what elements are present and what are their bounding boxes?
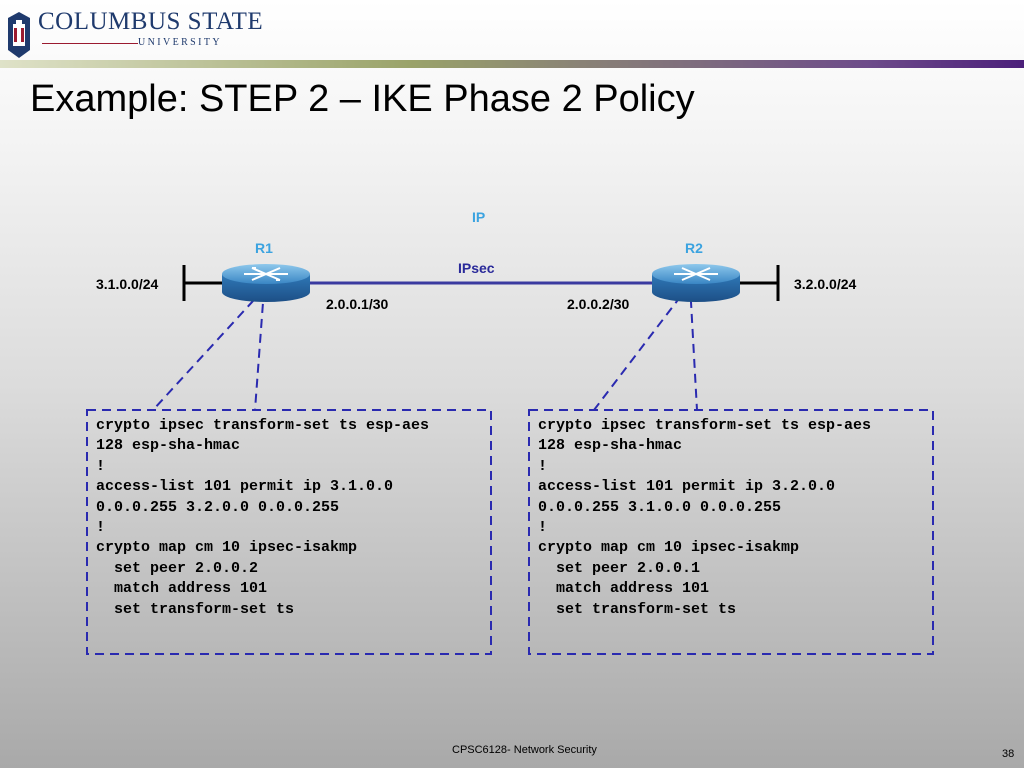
logo-wordmark: COLUMBUS STATE [38,8,264,35]
slide-title: Example: STEP 2 – IKE Phase 2 Policy [30,78,695,120]
r1-config-box [86,409,492,655]
config-line: match address 101 [538,580,710,598]
config-line: set transform-set ts [538,600,737,618]
r2-lan-label: 3.2.0.0/24 [794,276,857,292]
config-line: crypto ipsec transform-set ts esp-aes [96,417,430,434]
shield-logo-icon [8,12,30,58]
config-line: 128 esp-sha-hmac [96,437,241,455]
logo-divider [42,43,138,44]
config-line: set transform-set ts [96,600,295,618]
config-line: 128 esp-sha-hmac [538,437,683,455]
config-line: ! [538,457,548,475]
router-r1-icon [222,264,310,302]
config-line: ! [96,457,106,475]
r2-config-box [528,409,934,655]
config-line: crypto map cm 10 ipsec-isakmp [96,539,358,557]
university-logo [4,8,228,60]
config-line: crypto ipsec transform-set ts esp-aes [538,417,872,434]
r1-lan-label: 3.1.0.0/24 [96,276,159,292]
config-line: set peer 2.0.0.1 [538,559,701,577]
config-line: 0.0.0.255 3.2.0.0 0.0.0.255 [96,498,340,516]
config-line: set peer 2.0.0.2 [96,559,259,577]
config-line: access-list 101 permit ip 3.1.0.0 [96,478,394,496]
header-divider-bar [0,60,1024,68]
r1-config-text: crypto ipsec transform-set ts esp-aes 12… [96,416,429,620]
r2-wan-ip-label: 2.0.0.2/30 [567,296,630,312]
config-line: access-list 101 permit ip 3.2.0.0 [538,478,836,496]
config-line: ! [96,519,106,537]
router-r2-icon [652,264,740,302]
config-line: ! [538,519,548,537]
r2-name-label: R2 [685,240,703,256]
page-number: 38 [1002,748,1015,760]
r1-name-label: R1 [255,240,273,256]
r2-callout-connector [593,283,698,411]
ip-label: IP [472,209,486,225]
ipsec-label: IPsec [458,260,495,276]
logo-subtitle: UNIVERSITY [138,37,222,48]
r2-config-text: crypto ipsec transform-set ts esp-aes 12… [538,416,871,620]
config-line: 0.0.0.255 3.1.0.0 0.0.0.255 [538,498,782,516]
r1-callout-connector [152,288,265,411]
r1-wan-ip-label: 2.0.0.1/30 [326,296,389,312]
config-line: match address 101 [96,580,268,598]
footer-course: CPSC6128- Network Security [452,744,597,756]
config-line: crypto map cm 10 ipsec-isakmp [538,539,800,557]
